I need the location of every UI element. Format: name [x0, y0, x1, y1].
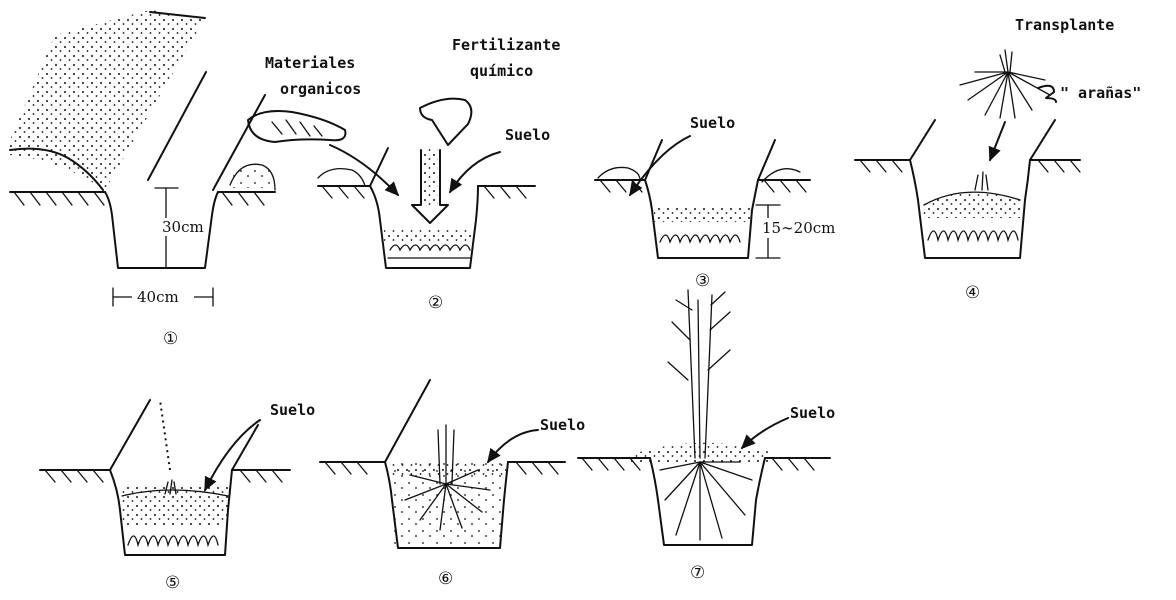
chemical-fertilizer-label-2: químico — [470, 62, 533, 80]
step-number: ① — [163, 329, 178, 349]
transplant-label: Transplante — [1015, 16, 1114, 34]
step-number: ⑤ — [165, 573, 180, 593]
step-number: ⑥ — [438, 569, 453, 589]
depth-dimension: 30cm — [162, 218, 204, 236]
organic-materials-label-2: organicos — [280, 80, 361, 98]
step-6-panel: Suelo ⑥ — [320, 380, 585, 589]
step-number: ⑦ — [690, 563, 705, 583]
width-dimension: 40cm — [137, 288, 179, 306]
step-7-panel: Suelo ⑦ — [578, 290, 835, 583]
layer-dimension: 15∼20cm — [762, 219, 835, 237]
step-5-panel: Suelo ⑤ — [40, 400, 315, 593]
step-1-panel: 30cm 40cm ① — [10, 10, 275, 349]
soil-label: Suelo — [540, 416, 585, 434]
step-number: ④ — [965, 283, 980, 303]
step-2-panel: Materiales organicos Fertilizante químic… — [248, 36, 560, 313]
chemical-fertilizer-label: Fertilizante — [452, 36, 560, 54]
soil-label: Suelo — [690, 114, 735, 132]
soil-label: Suelo — [505, 126, 550, 144]
spiders-label: " arañas" — [1060, 84, 1141, 102]
step-number: ③ — [695, 271, 710, 291]
step-number: ② — [428, 293, 443, 313]
organic-materials-label: Materiales — [265, 54, 355, 72]
step-4-panel: Transplante " arañas" — [855, 16, 1141, 303]
soil-label: Suelo — [270, 401, 315, 419]
soil-label: Suelo — [790, 404, 835, 422]
step-3-panel: Suelo 15∼20cm ③ — [595, 114, 856, 291]
